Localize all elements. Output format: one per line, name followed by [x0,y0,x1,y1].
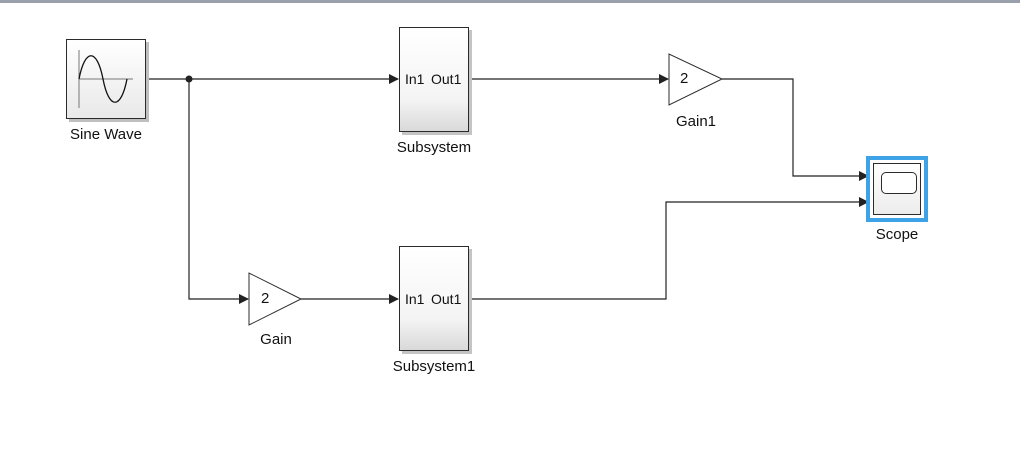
subsystem-block[interactable]: In1 Out1 [399,27,469,132]
scope-block[interactable] [866,156,928,222]
gain1-value: 2 [680,70,689,87]
subsystem-label: Subsystem [396,139,472,156]
line-gain1-to-scope[interactable] [722,78,869,181]
gain1-block[interactable] [668,53,724,106]
sine-wave-block[interactable] [66,39,146,119]
subsystem1-out-port-label: Out1 [431,291,462,307]
line-branch-to-gain[interactable] [188,79,249,304]
scope-block-body [873,163,921,215]
sine-wave-label: Sine Wave [70,126,142,143]
gain-label: Gain [260,331,292,348]
gain-block[interactable] [248,272,303,326]
gain-value: 2 [261,290,270,307]
subsystem1-in-port-label: In1 [405,291,425,307]
scope-screen-icon [881,172,917,194]
subsystem1-label: Subsystem1 [392,358,476,375]
signal-lines [146,53,869,326]
subsystem-in-port-label: In1 [405,71,425,87]
scope-label: Scope [875,226,919,243]
gain1-label: Gain1 [675,113,717,130]
subsystem1-block[interactable]: In1 Out1 [399,246,469,351]
line-subsystem1-to-scope[interactable] [468,197,869,300]
sine-wave-icon [78,50,133,108]
subsystem-out-port-label: Out1 [431,71,462,87]
